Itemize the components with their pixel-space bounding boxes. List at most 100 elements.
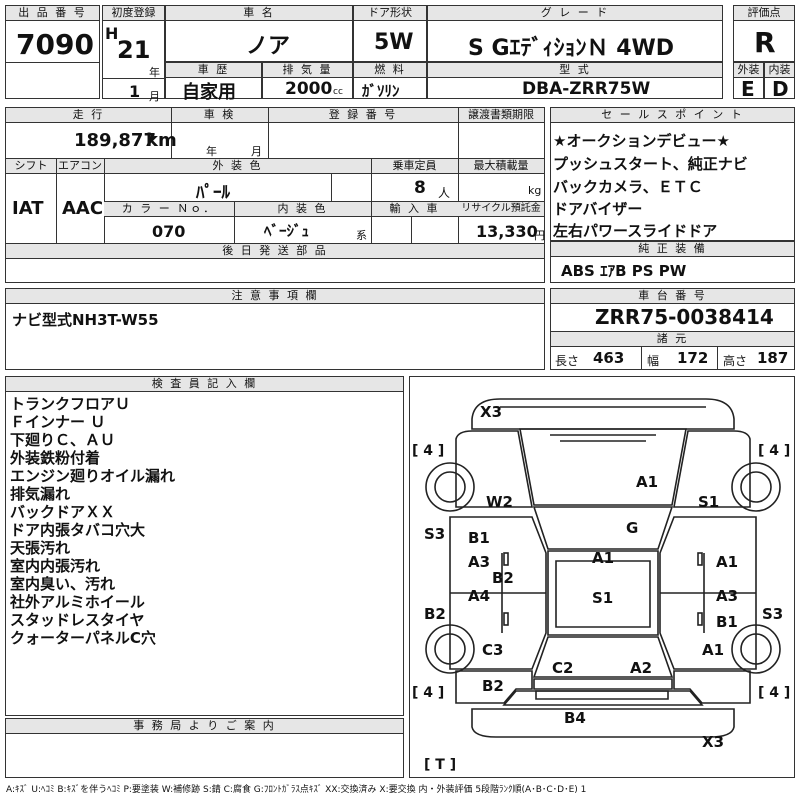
mark-w2: W2 <box>486 493 513 511</box>
remark-item: バックドアＸＸ <box>10 503 116 521</box>
interior-grade: D <box>772 77 789 101</box>
score: R <box>754 26 776 59</box>
shift-label: シフト <box>6 159 56 174</box>
intcolor-label: 内 装 色 <box>234 202 371 217</box>
inspection-year: 年 <box>206 145 217 158</box>
docs-label: 譲渡書類期限 <box>458 108 544 123</box>
fuel-label: 燃 料 <box>354 63 426 78</box>
grade-box: グ レ ー ド S GｴﾃﾞｨｼｮﾝＮ 4WD <box>427 5 723 62</box>
mileage: 189,877 <box>74 130 156 151</box>
model-box: 型 式 DBA-ZRR75W <box>427 62 723 99</box>
lot-box: 出 品 番 号 7090 <box>5 5 100 99</box>
mark-s1-front-right: S1 <box>698 493 719 511</box>
lot-label: 出 品 番 号 <box>6 6 99 21</box>
recycle-unit: 円 <box>534 229 545 242</box>
lot-number: 7090 <box>16 28 94 61</box>
mark-b2-left-quarter: B2 <box>424 605 446 623</box>
mark-a2: A2 <box>630 659 652 677</box>
ac: AAC <box>62 198 104 219</box>
door-box: ドア形状 5W <box>353 5 427 62</box>
sales-point-1: ★オークションデビュー★ <box>553 132 730 150</box>
capacity: 8 <box>414 178 426 198</box>
chassis-label: 車 台 番 号 <box>551 289 794 304</box>
tire-rear-right: [ 4 ] <box>758 685 790 701</box>
name-box: 車 名 ノア <box>165 5 353 62</box>
remark-item: 天張汚れ <box>10 539 71 557</box>
remark-item: 室内臭い、汚れ <box>10 575 116 593</box>
registration-label: 初度登録 <box>103 6 164 21</box>
mark-a3-right: A3 <box>716 587 738 605</box>
sales-point-3: バックカメラ、ＥＴＣ <box>553 178 703 196</box>
load-label: 最大積載量 <box>458 159 544 174</box>
length-label: 長さ <box>555 354 580 368</box>
mark-x3-rear: X3 <box>702 733 724 751</box>
car-outline: X3 A1 W2 S1 G S3 B1 A3 A1 A1 B2 A4 S1 A3… <box>412 398 790 773</box>
damage-diagram: X3 A1 W2 S1 G S3 B1 A3 A1 A1 B2 A4 S1 A3… <box>409 376 795 778</box>
chassis-box: 車 台 番 号 ZRR75-0038414 諸 元 長さ 463 幅 172 高… <box>550 288 795 370</box>
fuel: ｶﾞｿﾘﾝ <box>362 82 400 100</box>
mark-c3: C3 <box>482 641 503 659</box>
color-number: 070 <box>152 222 186 241</box>
grade-label: グ レ ー ド <box>428 6 722 21</box>
remark-item: 室内内張汚れ <box>10 557 101 575</box>
recycle-label: リサイクル預託金 <box>458 202 544 217</box>
model-label: 型 式 <box>428 63 722 78</box>
score-box: 評価点 R <box>733 5 795 62</box>
registration-box: 初度登録 H 21 年 1 月 <box>102 5 165 103</box>
remark-item: エンジン廻りオイル漏れ <box>10 467 176 485</box>
interior-box: 内装 D <box>764 62 795 101</box>
height: 187 <box>757 349 789 367</box>
damage-legend: A:ｷｽﾞ U:ﾍｺﾐ B:ｷｽﾞを伴うﾍｺﾐ P:要塗装 W:補修跡 S:錆 … <box>6 785 587 795</box>
mark-a3-left: A3 <box>468 553 490 571</box>
remark-item: クォーターパネルC穴 <box>10 629 156 647</box>
door-type: 5W <box>374 30 414 55</box>
vehicle-details-block: 走 行 車 検 登 録 番 号 譲渡書類期限 189,877 km 年 月 シフ… <box>5 107 545 283</box>
interior-color-unit: 系 <box>356 229 367 242</box>
equipment-box: 純 正 装 備 ABS ｴｱB PS PW <box>550 241 795 283</box>
height-label: 高さ <box>723 354 748 368</box>
mark-b4: B4 <box>564 709 586 727</box>
import-label: 輸 入 車 <box>371 202 458 217</box>
mark-a1-roof: A1 <box>592 549 614 567</box>
score-label: 評価点 <box>734 6 794 21</box>
sales-point-5: 左右パワースライドドア <box>553 222 718 240</box>
sales-points-box: セ ー ル ス ポ イ ン ト ★オークションデビュー★ プッシュスタート、純正… <box>550 107 795 241</box>
mileage-label: 走 行 <box>6 108 171 123</box>
ac-label: エアコン <box>56 159 104 174</box>
exterior-grade: E <box>741 77 755 101</box>
mark-a1-hood: A1 <box>636 473 658 491</box>
displacement-unit: cc <box>333 87 343 97</box>
mark-b1-left: B1 <box>468 529 490 547</box>
remark-item: 排気漏れ <box>10 485 71 503</box>
interior-color: ﾍﾞｰｼﾞｭ <box>264 222 310 240</box>
inspector-box: 検 査 員 記 入 欄 トランクフロアＵ Ｆインナー Ｕ 下廻りＣ、ＡＵ 外装鉄… <box>5 376 404 716</box>
remark-item: トランクフロアＵ <box>10 395 131 413</box>
regno-label: 登 録 番 号 <box>268 108 458 123</box>
shift: IAT <box>12 198 44 219</box>
office-box: 事 務 局 よ り ご 案 内 <box>5 718 404 778</box>
year-unit: 年 <box>149 66 160 79</box>
mark-s3-right: S3 <box>762 605 783 623</box>
displacement-box: 排 気 量 2000 cc <box>262 62 353 99</box>
mark-s3-left: S3 <box>424 525 445 543</box>
mileage-unit: km <box>146 130 177 151</box>
fuel-box: 燃 料 ｶﾞｿﾘﾝ <box>353 62 427 100</box>
reg-month: 1 <box>129 82 141 101</box>
equipment-label: 純 正 装 備 <box>551 242 794 257</box>
model-code: DBA-ZRR75W <box>522 79 651 99</box>
exterior-label: 外装 <box>734 63 763 78</box>
sales-point-4: ドアバイザー <box>553 200 643 218</box>
notes-label: 注 意 事 項 欄 <box>6 289 544 304</box>
month-unit: 月 <box>149 90 160 103</box>
equipment: ABS ｴｱB PS PW <box>561 262 687 280</box>
inspection-label: 車 検 <box>171 108 268 123</box>
later-parts-label: 後 日 発 送 部 品 <box>6 244 544 259</box>
exterior-color: ﾊﾟｰﾙ <box>196 183 230 203</box>
recycle-fee: 13,330 <box>476 222 538 241</box>
remark-item: スタッドレスタイヤ <box>10 611 145 629</box>
inspector-remarks: トランクフロアＵ Ｆインナー Ｕ 下廻りＣ、ＡＵ 外装鉄粉付着 エンジン廻りオイ… <box>10 395 175 647</box>
exterior-box: 外装 E <box>733 62 764 101</box>
inspection-month: 月 <box>251 145 262 158</box>
door-label: ドア形状 <box>354 6 426 21</box>
sales-points-label: セ ー ル ス ポ イ ン ト <box>551 108 794 123</box>
